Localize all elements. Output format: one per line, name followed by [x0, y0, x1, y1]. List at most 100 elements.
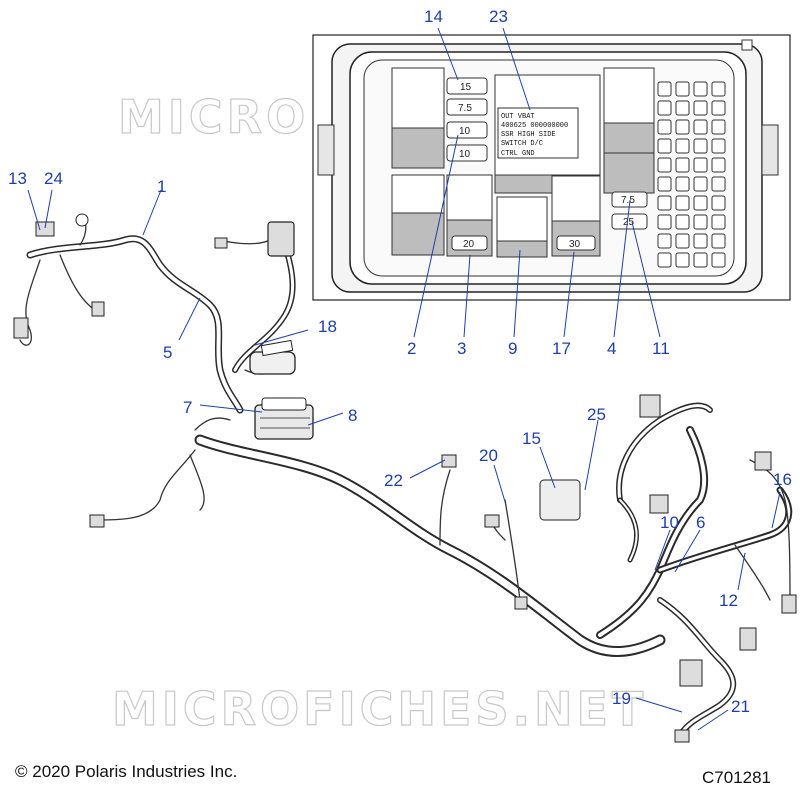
copyright-notice: © 2020 Polaris Industries Inc. — [15, 762, 238, 781]
mini-fuse-slot — [711, 176, 726, 192]
callout-24: 24 — [44, 169, 63, 188]
relay-9 — [496, 196, 548, 258]
right-connectors — [639, 394, 797, 743]
callout-2: 2 — [407, 339, 416, 358]
mini-fuse-slot — [711, 81, 726, 97]
svg-text:7.5: 7.5 — [458, 103, 472, 114]
watermark-bottom: MICROFICHES.NET — [111, 681, 647, 736]
mini-fuse-slot — [675, 81, 690, 97]
callout-25: 25 — [587, 405, 606, 424]
callout-8: 8 — [348, 406, 357, 425]
svg-text:10: 10 — [459, 126, 471, 137]
left-connectors — [13, 213, 228, 528]
mini-fuse-slot — [711, 138, 726, 154]
callout-17: 17 — [552, 339, 571, 358]
svg-text:15: 15 — [460, 82, 472, 93]
mini-fuse-slot — [711, 119, 726, 135]
callout-3: 3 — [457, 339, 466, 358]
callout-9: 9 — [508, 339, 517, 358]
callout-21: 21 — [731, 697, 750, 716]
harness-components — [13, 213, 797, 743]
mini-fuse-slot — [711, 157, 726, 173]
mini-fuse-slot — [693, 157, 708, 173]
mini-fuse-slot — [711, 233, 726, 249]
callout-18: 18 — [318, 317, 337, 336]
mini-fuse-slot — [675, 195, 690, 211]
mini-fuse-slot — [693, 176, 708, 192]
callout-14: 14 — [424, 7, 443, 26]
drawing-number: C701281 — [702, 768, 772, 787]
svg-text:MICROFICHES.NET: MICROFICHES.NET — [112, 682, 647, 736]
svg-text:400625 000000000: 400625 000000000 — [501, 122, 568, 130]
callout-22: 22 — [384, 471, 403, 490]
svg-text:30: 30 — [569, 239, 581, 250]
fuse-box-inset: 15 7.5 10 10 20 OUT VBAT 400625 00000000… — [312, 34, 791, 301]
relay-left-top — [391, 67, 445, 169]
mini-fuse-slot — [675, 138, 690, 154]
relay-left-bottom — [391, 174, 445, 256]
main-harness — [19, 214, 793, 738]
mini-fuse-slot — [693, 233, 708, 249]
mini-fuse-slot — [711, 100, 726, 116]
mini-fuse-slot — [693, 252, 708, 268]
callout-7: 7 — [183, 398, 192, 417]
svg-text:OUT VBAT: OUT VBAT — [501, 113, 535, 121]
mini-fuse-slot — [657, 119, 672, 135]
svg-text:SSR HIGH SIDE: SSR HIGH SIDE — [501, 131, 556, 139]
mini-fuse-slot — [657, 252, 672, 268]
callout-23: 23 — [489, 7, 508, 26]
mini-fuse-slot — [693, 100, 708, 116]
callout-13: 13 — [8, 169, 27, 188]
leader-lines — [27, 27, 781, 731]
svg-text:7.5: 7.5 — [621, 195, 635, 206]
power-distribution-module — [254, 397, 314, 440]
relay-right-top — [603, 67, 655, 194]
callout-10-main: 10 — [660, 513, 679, 532]
callout-4: 4 — [607, 339, 616, 358]
callout-11: 11 — [652, 339, 670, 358]
svg-text:20: 20 — [463, 239, 475, 250]
mini-fuse-slot — [657, 195, 672, 211]
mini-fuse-column: 15 7.5 10 10 — [446, 77, 488, 162]
svg-text:SWITCH D/C: SWITCH D/C — [501, 140, 543, 148]
callout-16: 16 — [773, 470, 792, 489]
mini-fuse-slot — [693, 214, 708, 230]
mini-fuse-slot — [711, 214, 726, 230]
callout-6: 6 — [696, 513, 705, 532]
fuse-30: 30 — [551, 175, 601, 257]
svg-text:10: 10 — [459, 149, 471, 160]
callout-15: 15 — [522, 429, 541, 448]
mini-fuse-slot — [693, 119, 708, 135]
mini-fuse-slot — [711, 195, 726, 211]
mini-fuse-slot — [675, 157, 690, 173]
mini-fuse-grid — [657, 81, 726, 268]
mini-fuse-slot — [657, 81, 672, 97]
svg-text:25: 25 — [623, 217, 635, 228]
mini-fuse-slot — [693, 138, 708, 154]
mini-fuse-slot — [657, 138, 672, 154]
mini-fuse-slot — [657, 176, 672, 192]
callout-5: 5 — [163, 343, 172, 362]
mini-fuse-slot — [711, 252, 726, 268]
mini-fuse-slot — [657, 214, 672, 230]
svg-text:CTRL GND: CTRL GND — [501, 150, 535, 158]
callout-1: 1 — [157, 177, 166, 196]
mini-fuse-slot — [675, 233, 690, 249]
callout-labels: 1 2 3 4 5 6 7 8 9 10 10 11 12 13 14 15 1… — [8, 7, 792, 716]
mini-fuse-slot — [693, 81, 708, 97]
mini-fuse-slot — [675, 119, 690, 135]
mini-fuse-slot — [657, 233, 672, 249]
callout-20: 20 — [479, 446, 498, 465]
voltage-regulator — [249, 339, 296, 375]
fuse-box-connector — [267, 221, 295, 257]
mini-fuse-slot — [693, 195, 708, 211]
mini-fuse-slot — [675, 214, 690, 230]
mini-fuse-slot — [657, 100, 672, 116]
mini-fuse-slot — [657, 157, 672, 173]
callout-19: 19 — [612, 689, 631, 708]
callout-12: 12 — [719, 591, 738, 610]
ssr-relay: OUT VBAT 400625 000000000 SSR HIGH SIDE … — [494, 74, 601, 194]
fuse-20: 20 — [446, 174, 493, 257]
mini-fuse-slot — [675, 100, 690, 116]
